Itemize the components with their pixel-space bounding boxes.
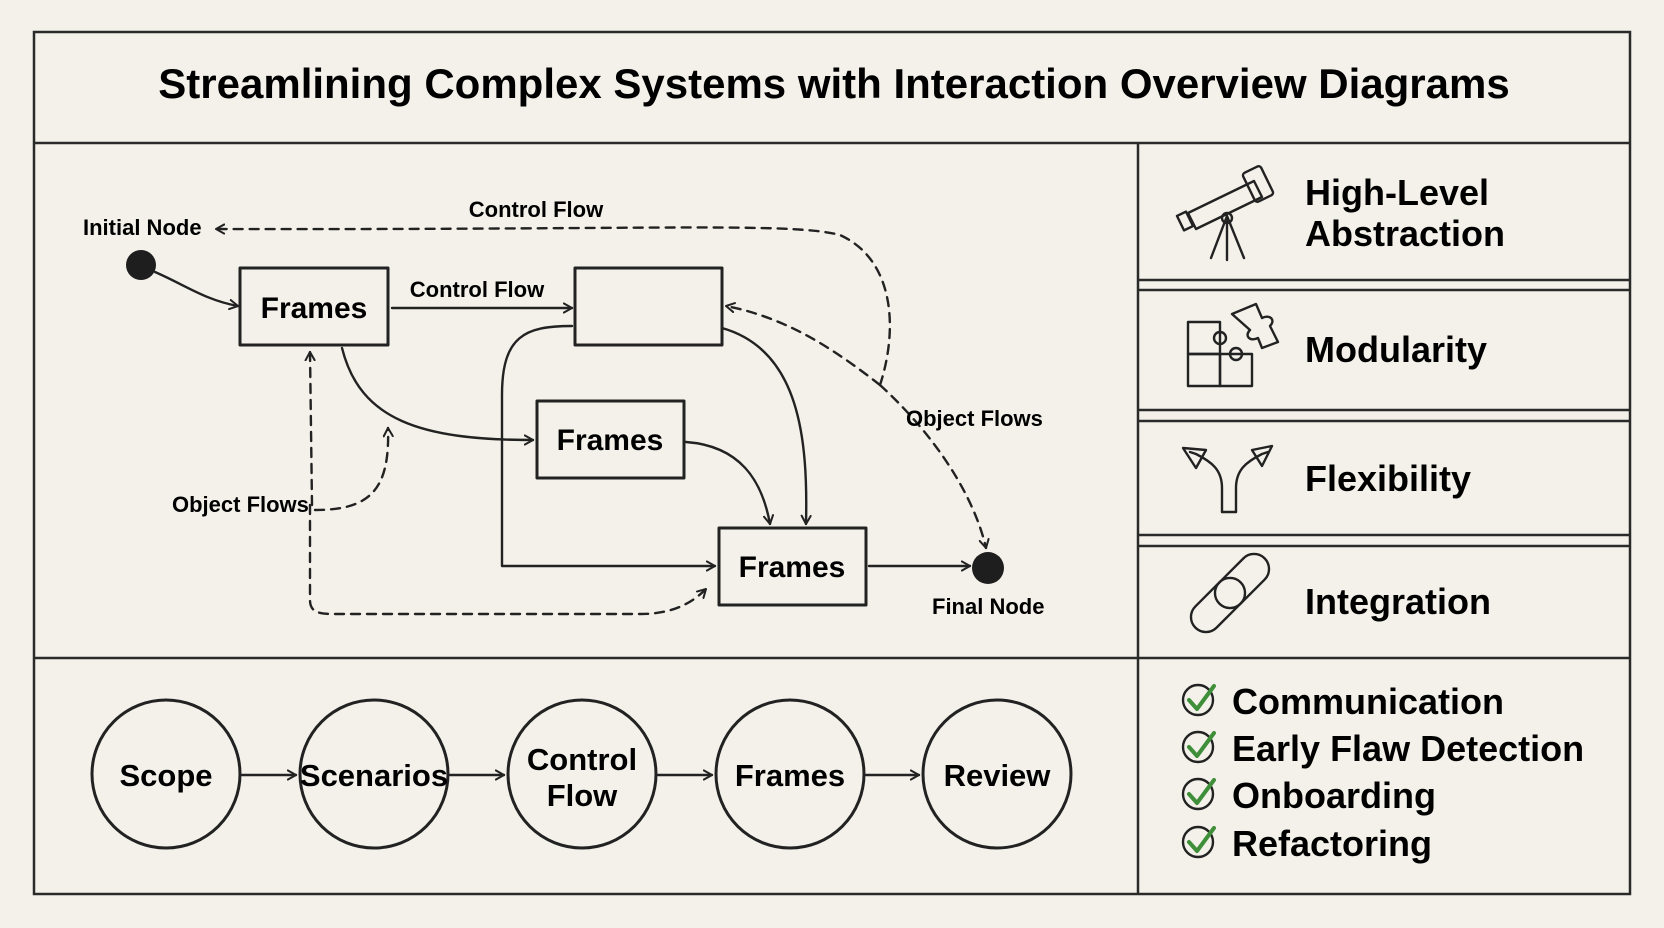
check-item-1: Communication bbox=[1181, 681, 1504, 722]
step-label-scope: Scope bbox=[119, 758, 212, 793]
step-circle-review bbox=[921, 698, 1073, 850]
object-flows-label-right: Object Flows bbox=[906, 406, 1043, 431]
dashed-object-flow-to-flow-curve bbox=[313, 426, 388, 512]
flow-frame-b-to-frame-d bbox=[720, 326, 806, 526]
puzzle-icon bbox=[1186, 302, 1280, 388]
dashed-object-flow-up-to-frame-a bbox=[310, 350, 312, 507]
check-label-3: Onboarding bbox=[1232, 775, 1436, 816]
flow-frame-c-to-frame-d bbox=[684, 440, 770, 526]
control-flow-label-top: Control Flow bbox=[469, 197, 604, 222]
checkmark-icon bbox=[1187, 778, 1216, 805]
checkmark-icon bbox=[1187, 826, 1216, 853]
step-circle-control-flow bbox=[506, 698, 658, 850]
layout-frame bbox=[32, 30, 1632, 896]
frame-box-a bbox=[238, 266, 390, 347]
step-label-control: Control bbox=[527, 742, 637, 777]
interaction-overview-diagram: Initial Node Final Node Frames Frames Fr… bbox=[83, 197, 1044, 619]
frame-label-c: Frames bbox=[557, 424, 664, 457]
telescope-icon bbox=[1175, 165, 1275, 262]
final-node bbox=[972, 552, 1004, 584]
check-circle-icon bbox=[1181, 825, 1215, 859]
check-item-4: Refactoring bbox=[1181, 823, 1432, 864]
benefit-3-label: Flexibility bbox=[1305, 458, 1471, 499]
frame-box-c bbox=[535, 399, 686, 480]
step-circle-frames bbox=[714, 698, 866, 850]
check-label-2: Early Flaw Detection bbox=[1232, 728, 1584, 769]
checklist: Communication Early Flaw Detection Onboa… bbox=[1181, 681, 1584, 864]
checkmark-icon bbox=[1187, 684, 1216, 711]
flow-frame-a-to-frame-c bbox=[340, 346, 535, 440]
step-label-scenarios: Scenarios bbox=[300, 758, 448, 793]
step-label-review: Review bbox=[944, 758, 1052, 793]
dashed-object-flow-to-final bbox=[878, 383, 986, 550]
benefit-2-label: Modularity bbox=[1305, 329, 1487, 370]
flow-frame-b-bypass-to-frame-d bbox=[500, 324, 717, 566]
step-circle-scenarios bbox=[298, 698, 450, 850]
dashed-control-flow-to-initial bbox=[214, 227, 892, 387]
initial-node bbox=[126, 250, 156, 280]
dashed-object-flow-to-frame-d bbox=[308, 503, 708, 616]
object-flows-label-left: Object Flows bbox=[172, 492, 309, 517]
frame-label-d: Frames bbox=[739, 551, 846, 584]
step-circle-scope bbox=[90, 698, 242, 850]
branch-arrows-icon bbox=[1181, 444, 1274, 514]
check-label-1: Communication bbox=[1232, 681, 1504, 722]
benefit-1-line2: Abstraction bbox=[1305, 213, 1505, 254]
process-steps: Scope Scenarios Control Flow Frames Revi… bbox=[90, 698, 1073, 850]
check-label-4: Refactoring bbox=[1232, 823, 1432, 864]
final-node-label: Final Node bbox=[932, 594, 1044, 619]
benefits-panel: High-Level Abstraction Modularity Flexib… bbox=[1175, 165, 1505, 634]
frame-label-a: Frames bbox=[261, 292, 368, 325]
check-circle-icon bbox=[1181, 730, 1215, 764]
checkmark-icon bbox=[1187, 731, 1216, 758]
page-title: Streamlining Complex Systems with Intera… bbox=[158, 60, 1509, 107]
control-flow-label-mid: Control Flow bbox=[410, 277, 545, 302]
initial-node-label: Initial Node bbox=[83, 215, 202, 240]
benefit-1-line1: High-Level bbox=[1305, 172, 1489, 213]
step-label-frames: Frames bbox=[735, 758, 845, 793]
flow-initial-to-frame-a bbox=[153, 270, 240, 306]
check-item-3: Onboarding bbox=[1181, 775, 1436, 816]
chain-link-icon bbox=[1189, 552, 1271, 634]
benefit-4-label: Integration bbox=[1305, 581, 1491, 622]
check-circle-icon bbox=[1181, 777, 1215, 811]
step-label-flow: Flow bbox=[547, 778, 618, 813]
frame-box-d bbox=[717, 526, 868, 607]
check-item-2: Early Flaw Detection bbox=[1181, 728, 1584, 769]
dashed-object-flow-to-frame-b bbox=[724, 306, 882, 387]
frame-box-b bbox=[573, 266, 724, 347]
check-circle-icon bbox=[1181, 683, 1215, 717]
